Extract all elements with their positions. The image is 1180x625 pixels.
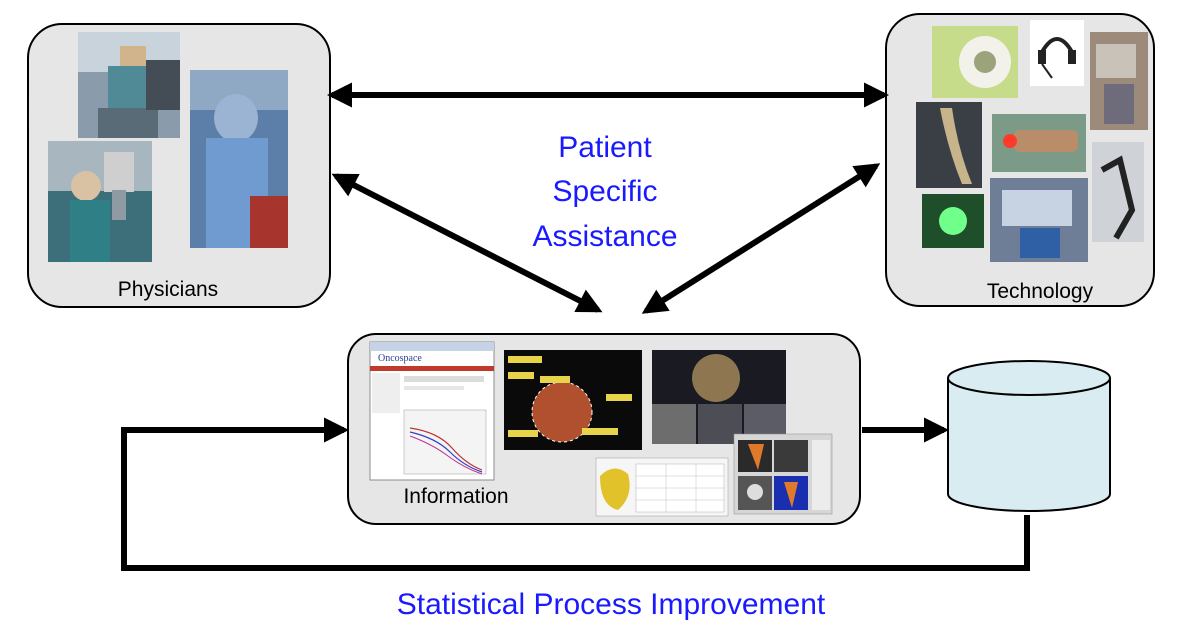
oncospace-logo: Oncospace [378, 353, 422, 364]
microscope-surgeon-photo [48, 141, 152, 262]
technology-label: Technology [987, 280, 1094, 303]
gowned-surgeon-photo [190, 70, 288, 248]
information-node: Oncospace [347, 333, 861, 525]
database-cylinder [947, 360, 1111, 512]
laser-device-photo [992, 114, 1086, 172]
arrow-technology-information [641, 163, 881, 314]
retinal-image [504, 350, 642, 450]
center-text-line-1: Patient [558, 131, 652, 164]
ct-scanner-photo [932, 26, 1018, 98]
oncospace-screenshot: Oncospace [369, 341, 495, 481]
feedback-loop-arrow [121, 417, 1030, 571]
center-text-line-3: Assistance [532, 220, 677, 253]
ct-segmentation-panel [733, 433, 833, 515]
statistical-process-improvement-label: Statistical Process Improvement [397, 588, 826, 621]
surgical-robot-photo [1092, 142, 1144, 242]
anatomy-table-panel [595, 457, 729, 517]
operating-room-photo [1090, 32, 1148, 130]
green-light-photo [922, 194, 984, 248]
endoscopic-views [652, 350, 786, 444]
physicians-label: Physicians [118, 278, 218, 301]
surgery-setup-photo [990, 178, 1088, 262]
bone-photo [916, 102, 982, 188]
arrow-physicians-information [331, 173, 603, 313]
physicians-node: Physicians [27, 23, 331, 308]
information-label: Information [403, 485, 508, 508]
surgeon-console-photo [78, 32, 180, 138]
headset-photo [1030, 20, 1084, 86]
center-text-line-2: Specific [552, 175, 657, 208]
technology-node: Technology [885, 13, 1155, 307]
